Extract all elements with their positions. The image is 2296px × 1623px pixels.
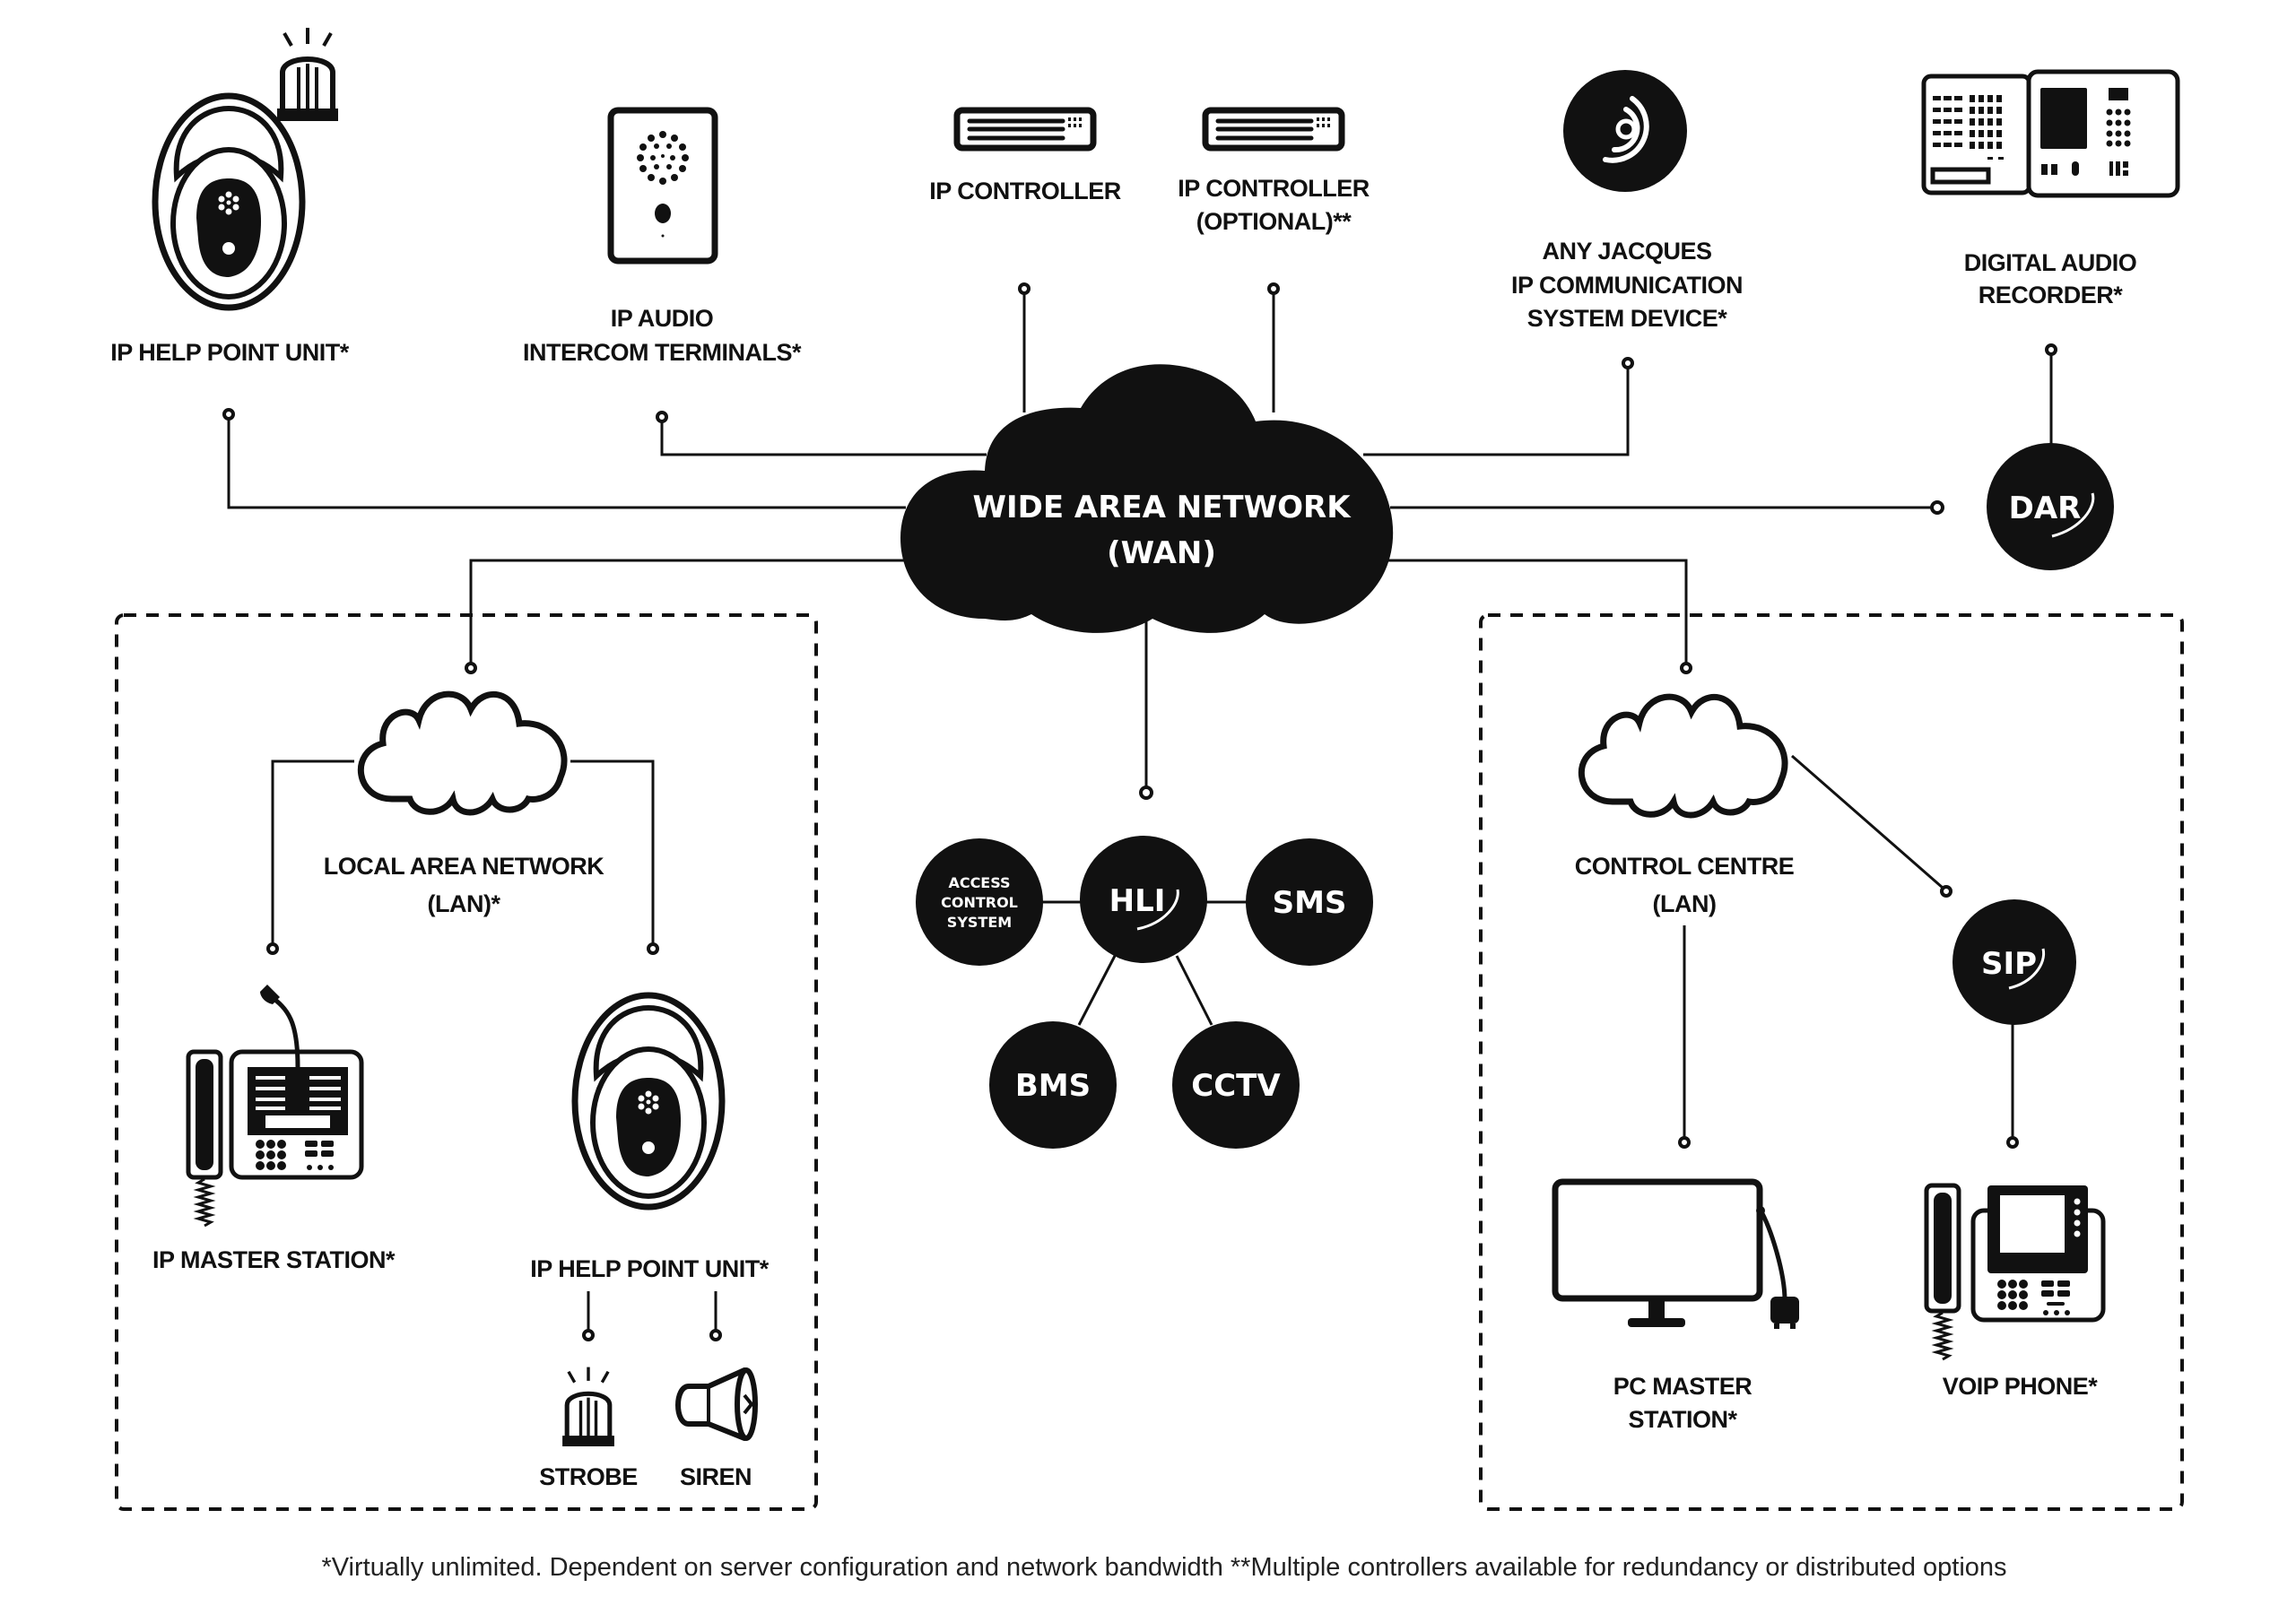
connector-node — [1267, 282, 1280, 295]
integration-cluster: HLI ACCESS CONTROL SYSTEM SMS BMS CCTV — [916, 836, 1373, 1149]
access-label-line2: CONTROL — [941, 894, 1018, 911]
connector-node — [1940, 885, 1952, 898]
dar-badge: DAR — [1987, 443, 2114, 570]
connection-lines — [227, 287, 2053, 1331]
pc-master-label-line2: STATION* — [1629, 1406, 1738, 1433]
pc-master-label-line1: PC MASTER — [1613, 1373, 1752, 1400]
device-jacques: ANY JACQUES IP COMMUNICATION SYSTEM DEVI… — [1511, 70, 1744, 332]
intercom-label-line2: INTERCOM TERMINALS* — [523, 339, 802, 366]
help-point-label: IP HELP POINT UNIT* — [110, 339, 350, 366]
hli-hub: HLI — [1080, 836, 1207, 963]
ip-controller-label: IP CONTROLLER — [929, 178, 1121, 204]
sip-badge-label: SIP — [1981, 946, 2037, 982]
sip-badge: SIP — [1952, 899, 2076, 1025]
siren-label: SIREN — [680, 1463, 752, 1490]
connector-nodes — [222, 282, 2057, 1341]
recorder-label-line2: RECORDER* — [1979, 282, 2124, 308]
siren-icon — [675, 1367, 758, 1441]
connector-node — [1680, 662, 1692, 674]
wan-cloud: WIDE AREA NETWORK (WAN) — [900, 364, 1394, 633]
swoosh-icon — [2051, 492, 2095, 538]
connector-node — [266, 942, 279, 955]
help-point-icon — [155, 96, 302, 308]
swoosh-icon — [2008, 948, 2046, 990]
device-ip-controller: IP CONTROLLER — [929, 110, 1121, 204]
pc-monitor-icon — [1552, 1178, 1799, 1329]
master-station-label: IP MASTER STATION* — [152, 1246, 396, 1273]
voip-phone-icon — [1926, 1185, 2106, 1359]
footnote: *Virtually unlimited. Dependent on serve… — [321, 1553, 2006, 1582]
recorder-label-line1: DIGITAL AUDIO — [1964, 249, 2137, 276]
connector-node — [647, 942, 659, 955]
lan-label-line1: LOCAL AREA NETWORK — [324, 853, 604, 880]
ip-controller-optional-label-line1: IP CONTROLLER — [1178, 175, 1370, 202]
wan-cloud-icon — [900, 364, 1394, 633]
help-point-icon — [575, 995, 722, 1207]
connector-node — [222, 408, 235, 421]
connector-node — [582, 1329, 595, 1341]
access-label-line3: SYSTEM — [947, 914, 1012, 931]
cctv-label: CCTV — [1191, 1068, 1281, 1104]
strobe-icon — [277, 28, 338, 121]
control-centre-group: CONTROL CENTRE (LAN) SIP PC MASTER STATI… — [1552, 697, 2106, 1433]
ip-master-station-icon — [188, 985, 364, 1226]
server-rack-icon — [1205, 110, 1342, 148]
jacques-label-line2: IP COMMUNICATION — [1511, 272, 1743, 299]
connector-node — [1622, 357, 1634, 369]
control-centre-cloud-icon — [1581, 697, 1785, 815]
node-cctv: CCTV — [1172, 1021, 1300, 1149]
device-help-point-top: IP HELP POINT UNIT* — [110, 28, 350, 366]
access-label-line1: ACCESS — [948, 874, 1010, 891]
device-ip-controller-optional: IP CONTROLLER (OPTIONAL)** — [1178, 110, 1370, 235]
strobe-label: STROBE — [539, 1463, 638, 1490]
jacques-label-line1: ANY JACQUES — [1542, 238, 1711, 265]
sms-label: SMS — [1273, 885, 1347, 921]
node-access-control: ACCESS CONTROL SYSTEM — [916, 838, 1043, 966]
connector-node — [465, 662, 477, 674]
control-centre-boundary — [1479, 613, 2184, 1511]
connector-node — [1018, 282, 1031, 295]
connector-node — [1930, 500, 1944, 515]
server-rack-icon — [957, 110, 1093, 148]
control-centre-label-line2: (LAN) — [1653, 890, 1717, 917]
lan-help-point-label: IP HELP POINT UNIT* — [530, 1255, 770, 1282]
bms-label: BMS — [1015, 1068, 1091, 1104]
jacques-logo-icon — [1563, 70, 1687, 192]
ip-controller-optional-label-line2: (OPTIONAL)** — [1196, 208, 1352, 235]
dar-badge-label: DAR — [2009, 490, 2082, 526]
intercom-label-line1: IP AUDIO — [611, 305, 714, 332]
lan-cloud-icon — [361, 694, 564, 812]
strobe-icon — [562, 1367, 614, 1446]
connector-node — [656, 411, 668, 423]
jacques-label-line3: SYSTEM DEVICE* — [1527, 305, 1728, 332]
device-digital-audio-recorder: DIGITAL AUDIO RECORDER* — [1921, 69, 2180, 308]
connector-node — [1678, 1136, 1691, 1149]
lan-group: LOCAL AREA NETWORK (LAN)* IP MASTER STA — [152, 694, 770, 1490]
connector-node — [2045, 343, 2057, 356]
lan-label-line2: (LAN)* — [428, 890, 501, 917]
wan-label-line1: WIDE AREA NETWORK — [972, 490, 1352, 525]
node-bms: BMS — [989, 1021, 1117, 1149]
wan-label-line2: (WAN) — [1107, 535, 1216, 571]
voip-phone-label: VOIP PHONE* — [1943, 1373, 2099, 1400]
node-sms: SMS — [1246, 838, 1373, 966]
swoosh-icon — [1136, 889, 1179, 931]
connector-node — [1139, 785, 1153, 800]
hli-label: HLI — [1109, 883, 1166, 919]
device-intercom: IP AUDIO INTERCOM TERMINALS* — [523, 107, 802, 366]
connector-node — [709, 1329, 722, 1341]
intercom-terminal-icon — [607, 107, 718, 265]
control-centre-label-line1: CONTROL CENTRE — [1575, 853, 1795, 880]
lan-group-boundary — [115, 613, 818, 1511]
digital-audio-recorder-icon — [1921, 69, 2180, 198]
connector-node — [2006, 1136, 2019, 1149]
